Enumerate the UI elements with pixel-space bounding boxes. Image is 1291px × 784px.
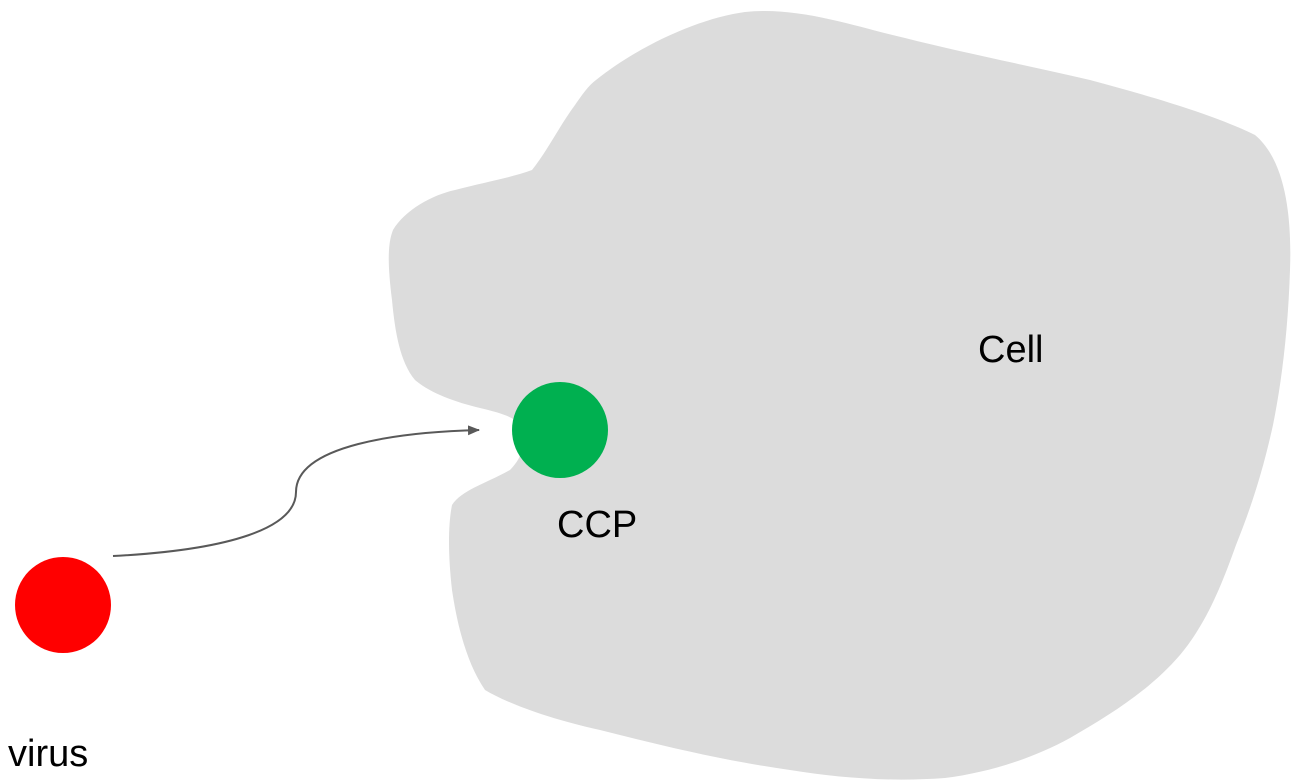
ccp-label: CCP [557,504,637,546]
virus-circle [15,557,111,653]
virus-label: virus [8,733,88,775]
cell-shape [388,10,1291,780]
cell-label: Cell [978,329,1043,371]
transport-arrow [112,425,480,557]
ccp-circle [512,382,608,478]
